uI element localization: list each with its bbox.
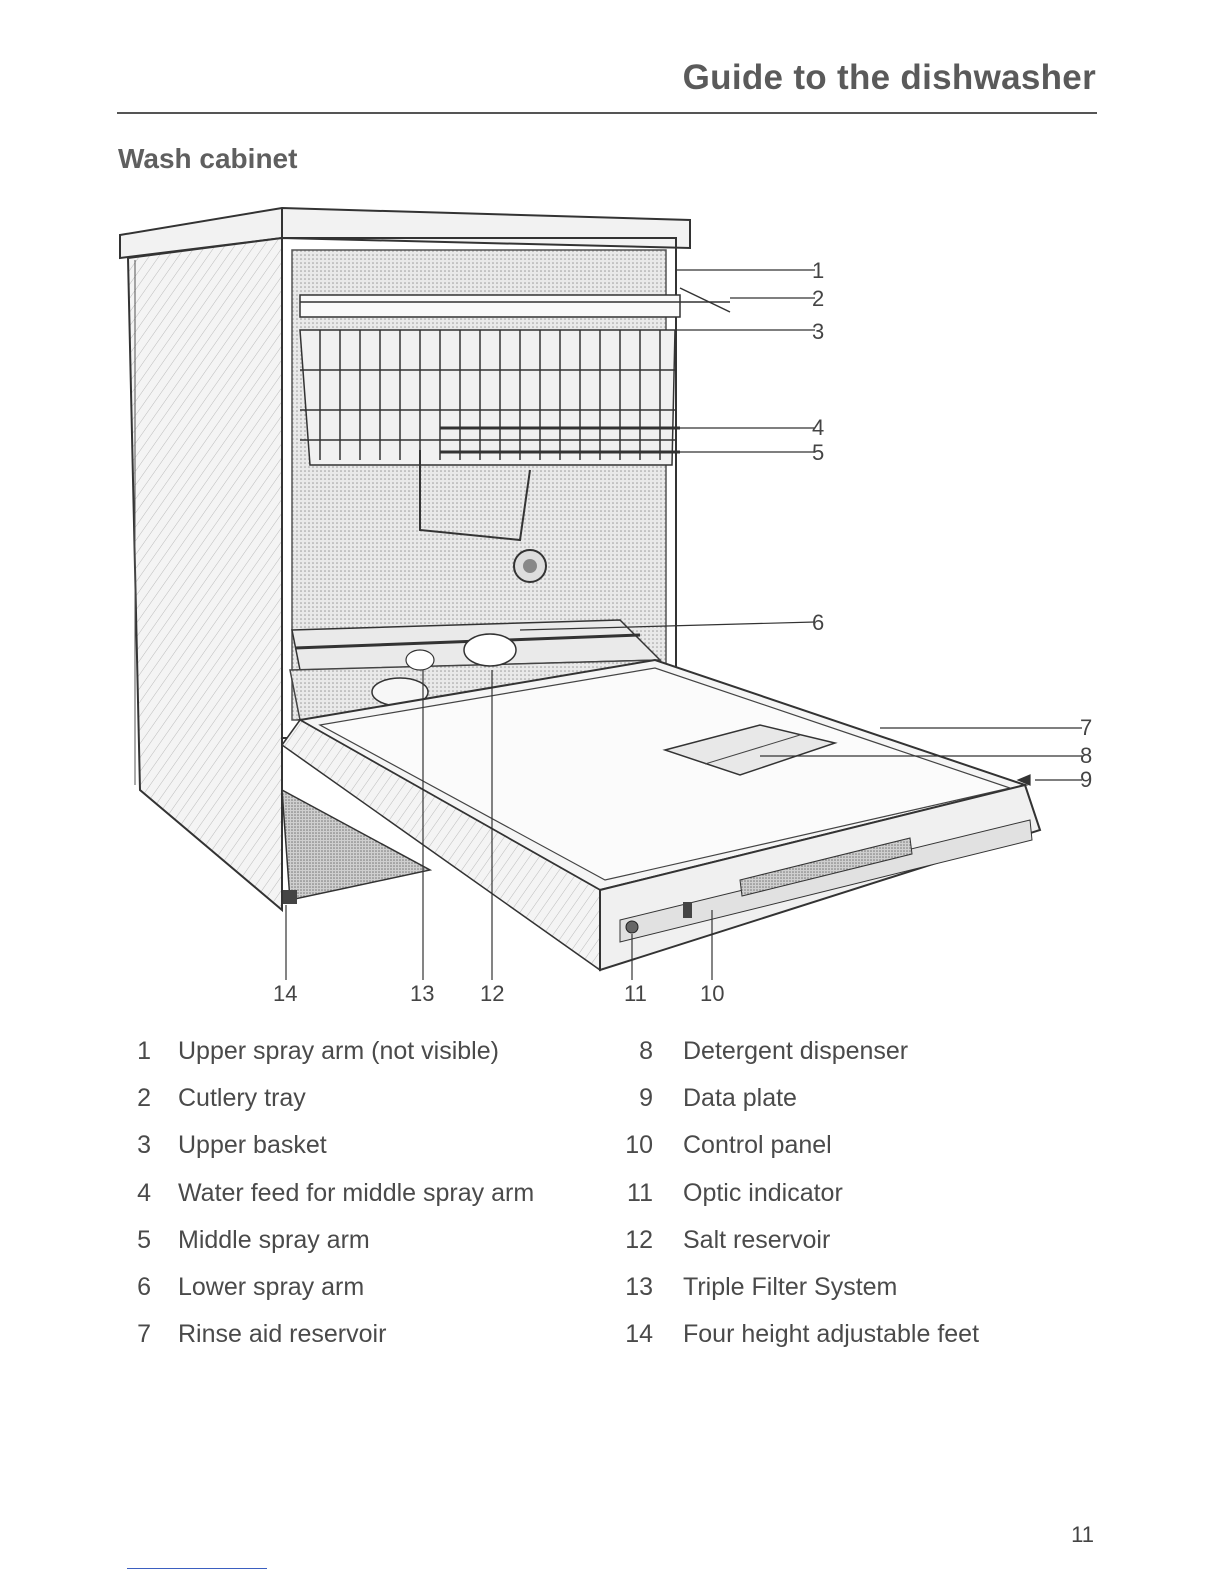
- callout-label: 9: [1080, 767, 1093, 792]
- header-divider: [117, 112, 1097, 114]
- callout-label: 11: [624, 981, 647, 1006]
- callout-label: 6: [812, 610, 825, 635]
- callout-label: 4: [812, 415, 825, 440]
- dishwasher-illustration: 1 2 3 4 5 6 7 8 9 10 11 12 13 14: [0, 190, 1224, 1020]
- callout-label: 14: [273, 981, 298, 1006]
- page-header-title: Guide to the dishwasher: [682, 58, 1096, 97]
- callout-label: 3: [812, 319, 825, 344]
- callout-label: 12: [480, 981, 505, 1006]
- callout-label: 10: [700, 981, 725, 1006]
- footer-divider: [127, 1568, 267, 1569]
- callout-label: 7: [1080, 715, 1093, 740]
- upper-basket: [299, 287, 731, 542]
- dishwasher-drawing: [119, 206, 1082, 980]
- callout-label: 5: [812, 440, 825, 465]
- section-title: Wash cabinet: [118, 143, 298, 174]
- callout-label: 2: [812, 286, 825, 311]
- callout-label: 8: [1080, 743, 1093, 768]
- callout-label: 13: [410, 981, 435, 1006]
- page-number: 11: [1071, 1522, 1094, 1547]
- callout-label: 1: [812, 258, 825, 283]
